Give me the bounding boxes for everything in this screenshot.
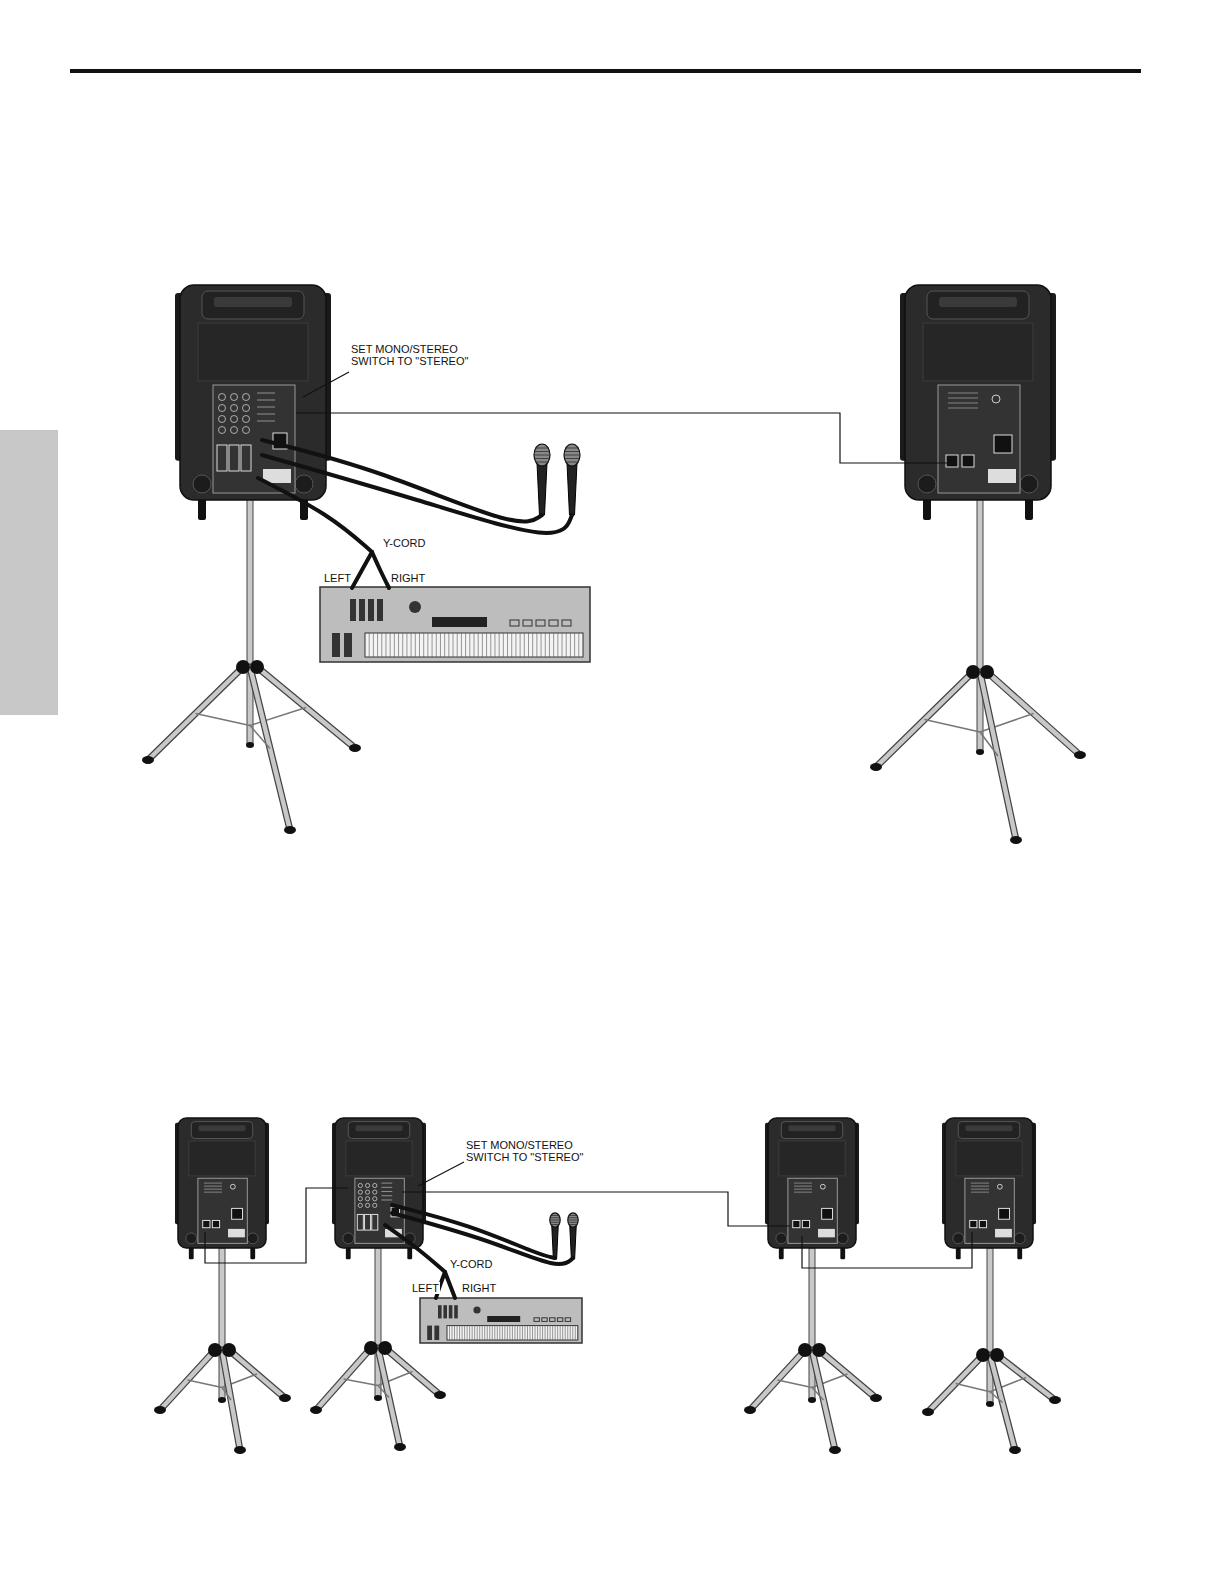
tripod-stand xyxy=(310,1248,446,1451)
powered-speaker-mixer xyxy=(332,1118,426,1259)
y-cord-cable xyxy=(352,552,372,588)
tripod-stand xyxy=(870,498,1086,844)
microphone xyxy=(534,444,550,515)
tripod-stand xyxy=(744,1248,882,1454)
speaker-link-wire xyxy=(296,413,948,463)
leader-line xyxy=(418,1162,464,1186)
powered-speaker xyxy=(900,285,1056,520)
mic-cable xyxy=(392,1213,573,1264)
leader-line xyxy=(303,372,349,397)
powered-speaker-mixer xyxy=(175,285,331,520)
keyboard-synth xyxy=(420,1298,582,1343)
instruction-callout: SET MONO/STEREO SWITCH TO "STEREO" xyxy=(350,343,484,367)
tripod-stand xyxy=(154,1248,291,1454)
speaker-link-wire xyxy=(402,1192,790,1226)
instruction-callout: SET MONO/STEREO SWITCH TO "STEREO" xyxy=(465,1139,599,1163)
cable-label: RIGHT xyxy=(390,572,426,584)
cable-label: RIGHT xyxy=(461,1282,497,1294)
side-tab xyxy=(0,430,58,715)
tripod-stand xyxy=(922,1248,1061,1454)
speaker-link-wire xyxy=(802,1232,972,1268)
tripod-stand xyxy=(142,498,361,834)
top-rule xyxy=(70,69,1141,73)
y-cord-cable xyxy=(372,552,389,588)
mic-cable xyxy=(262,440,542,521)
microphone xyxy=(564,444,580,515)
powered-speaker xyxy=(175,1118,269,1259)
cable-label: LEFT xyxy=(411,1282,440,1294)
y-cord-cable xyxy=(445,1272,455,1298)
powered-speaker xyxy=(942,1118,1036,1259)
cable-label: Y-CORD xyxy=(449,1258,493,1270)
mic-cable xyxy=(262,455,572,533)
keyboard-synth xyxy=(320,587,590,662)
cable-label: Y-CORD xyxy=(382,537,426,549)
microphone xyxy=(568,1213,578,1259)
speaker-link-wire xyxy=(205,1188,348,1263)
powered-speaker xyxy=(765,1118,859,1259)
y-cord-cable xyxy=(385,1225,445,1272)
cable-label: LEFT xyxy=(323,572,352,584)
microphone xyxy=(550,1213,560,1259)
y-cord-cable xyxy=(258,478,372,552)
